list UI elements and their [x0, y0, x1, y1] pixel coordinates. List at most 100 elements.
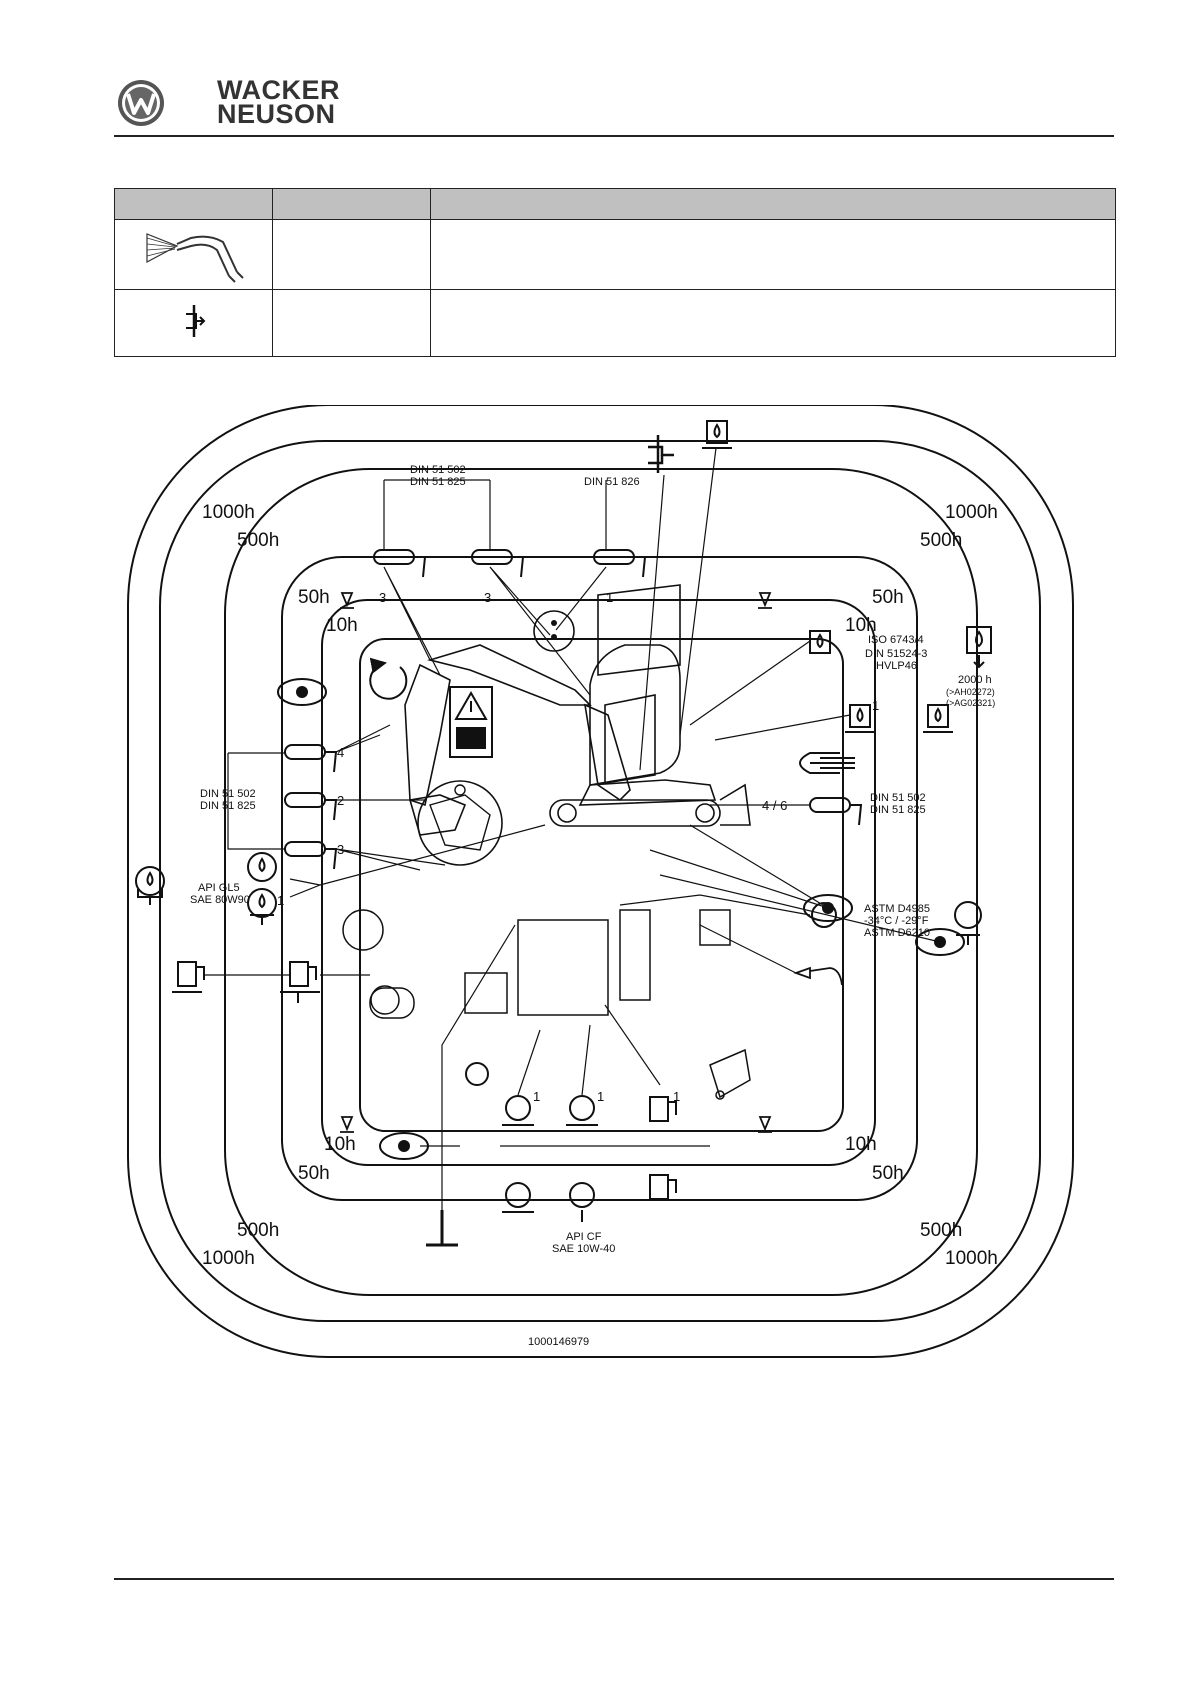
spec-din-51524: DIN 51524-3 — [865, 648, 927, 660]
label-50h-bl: 50h — [298, 1163, 330, 1184]
footer-rule — [114, 1578, 1114, 1580]
label-10h-tl: 10h — [326, 615, 358, 636]
interval-2000h: 2000 h — [958, 674, 992, 686]
legend-description-cell — [430, 219, 1116, 290]
label-50h-tl: 50h — [298, 587, 330, 608]
spec-api-gl5: API GL5 — [198, 882, 240, 894]
ring-1000h — [159, 440, 1041, 1322]
engine-oil-icon — [502, 1095, 534, 1126]
boom-joint-detail-icon — [417, 780, 503, 866]
spec-din-51825-top: DIN 51 825 — [410, 476, 466, 488]
hydraulic-oil-tank-icon — [923, 704, 953, 733]
label-500h-br: 500h — [920, 1220, 962, 1241]
rotation-icon — [369, 657, 408, 700]
engine-oil-icon — [566, 1095, 598, 1126]
grease-gun-icon — [284, 792, 338, 821]
spec-sae-80w90: SAE 80W90 — [190, 894, 250, 906]
lubrication-point-icon — [185, 304, 205, 337]
grease-gun-icon — [809, 797, 863, 826]
maintenance-interval-diagram: 1000h 500h 50h 10h 1000h 500h 50h 10h 10… — [127, 405, 1074, 1358]
label-500h-bl: 500h — [237, 1220, 279, 1241]
pressure-washer-icon — [145, 233, 244, 283]
grease-gun-icon — [284, 744, 338, 773]
read-manual-warning-icon — [449, 686, 493, 758]
engine-oil-icon — [502, 1182, 534, 1213]
count-label-4: 4 — [337, 745, 344, 760]
label-50h-tr: 50h — [872, 587, 904, 608]
legend-row — [114, 219, 1116, 290]
grease-gun-icon — [471, 549, 525, 578]
ring-50h — [281, 556, 918, 1201]
label-10h-bl: 10h — [324, 1134, 356, 1155]
count-label-3: 3 — [337, 842, 344, 857]
count-label-2: 2 — [337, 793, 344, 808]
excavator-illustration — [404, 584, 751, 836]
label-1000h-tl: 1000h — [202, 502, 255, 523]
fuel-pump-icon — [649, 1096, 677, 1122]
legend-name-cell — [272, 219, 431, 290]
legend-description-cell — [430, 289, 1116, 357]
spec-temperature: -34°C / -29°F — [864, 915, 929, 927]
legend-header-cell-symbol — [114, 188, 273, 220]
spec-din-51826: DIN 51 826 — [584, 476, 640, 488]
hydraulic-oil-tank-icon — [702, 420, 732, 449]
brand-line-1: WACKER — [217, 75, 340, 105]
hydraulic-oil-tank-icon — [845, 704, 875, 733]
grease-nipple-icon — [340, 592, 354, 609]
gear-oil-icon — [247, 852, 277, 882]
wacker-neuson-logo-icon — [118, 80, 164, 126]
spec-astm-d4985: ASTM D4985 — [864, 903, 930, 915]
count-label-3: 3 — [379, 590, 386, 605]
grease-nipple-icon — [340, 1116, 354, 1133]
engine-oil-icon — [569, 1182, 595, 1222]
spec-sae-10w40: SAE 10W-40 — [552, 1243, 615, 1255]
serial-range-2: (>AG02321) — [946, 698, 995, 708]
figure-number: 1000146979 — [528, 1336, 589, 1348]
gear-oil-icon — [247, 888, 277, 925]
grease-gun-icon — [593, 549, 647, 578]
spec-din-51502-top: DIN 51 502 — [410, 464, 466, 476]
spec-api-cf: API CF — [566, 1231, 602, 1243]
spec-astm-d6210: ASTM D6210 — [864, 927, 930, 939]
ring-1000h-outer — [127, 405, 1074, 1358]
header-rule — [114, 135, 1114, 137]
spec-din-51825-left: DIN 51 825 — [200, 800, 256, 812]
label-500h-tl: 500h — [237, 530, 279, 551]
spec-iso-6743: ISO 6743/4 — [868, 634, 924, 646]
grease-gun-icon — [284, 841, 338, 870]
serial-range-1: (>AH02272) — [946, 687, 995, 697]
hydraulic-oil-tank-icon — [809, 630, 831, 654]
coolant-icon — [811, 902, 837, 928]
spec-din-51502-right: DIN 51 502 — [870, 792, 926, 804]
label-1000h-tr: 1000h — [945, 502, 998, 523]
count-label-1: 1 — [277, 893, 284, 908]
fuel-pump-icon — [280, 961, 320, 1003]
engine-illustration — [342, 909, 751, 1100]
legend-header-row — [114, 188, 1116, 220]
spec-din-51825-right: DIN 51 825 — [870, 804, 926, 816]
label-1000h-br: 1000h — [945, 1248, 998, 1269]
brand-line-2: NEUSON — [217, 99, 336, 129]
count-label-4-6: 4 / 6 — [762, 798, 787, 813]
engine-oil-icon — [465, 1062, 489, 1086]
fuel-pump-icon — [649, 1174, 677, 1200]
pressure-washer-icon — [793, 966, 843, 986]
legend-header-cell-name — [272, 188, 431, 220]
count-label-1: 1 — [606, 590, 613, 605]
visual-inspection-icon — [277, 678, 327, 706]
grease-point-detail-icon — [533, 610, 575, 652]
label-10h-br: 10h — [845, 1134, 877, 1155]
count-label-3: 3 — [484, 590, 491, 605]
legend-symbol-cell — [114, 219, 273, 290]
symbol-legend-table — [114, 188, 1116, 357]
ring-inner — [359, 638, 844, 1132]
legend-name-cell — [272, 289, 431, 357]
legend-row — [114, 289, 1116, 357]
legend-symbol-cell — [114, 289, 273, 357]
grease-gun-icon — [373, 549, 427, 578]
count-label-1: 1 — [533, 1089, 540, 1104]
label-500h-tr: 500h — [920, 530, 962, 551]
ring-500h — [224, 468, 978, 1296]
label-50h-br: 50h — [872, 1163, 904, 1184]
label-10h-tr: 10h — [845, 615, 877, 636]
